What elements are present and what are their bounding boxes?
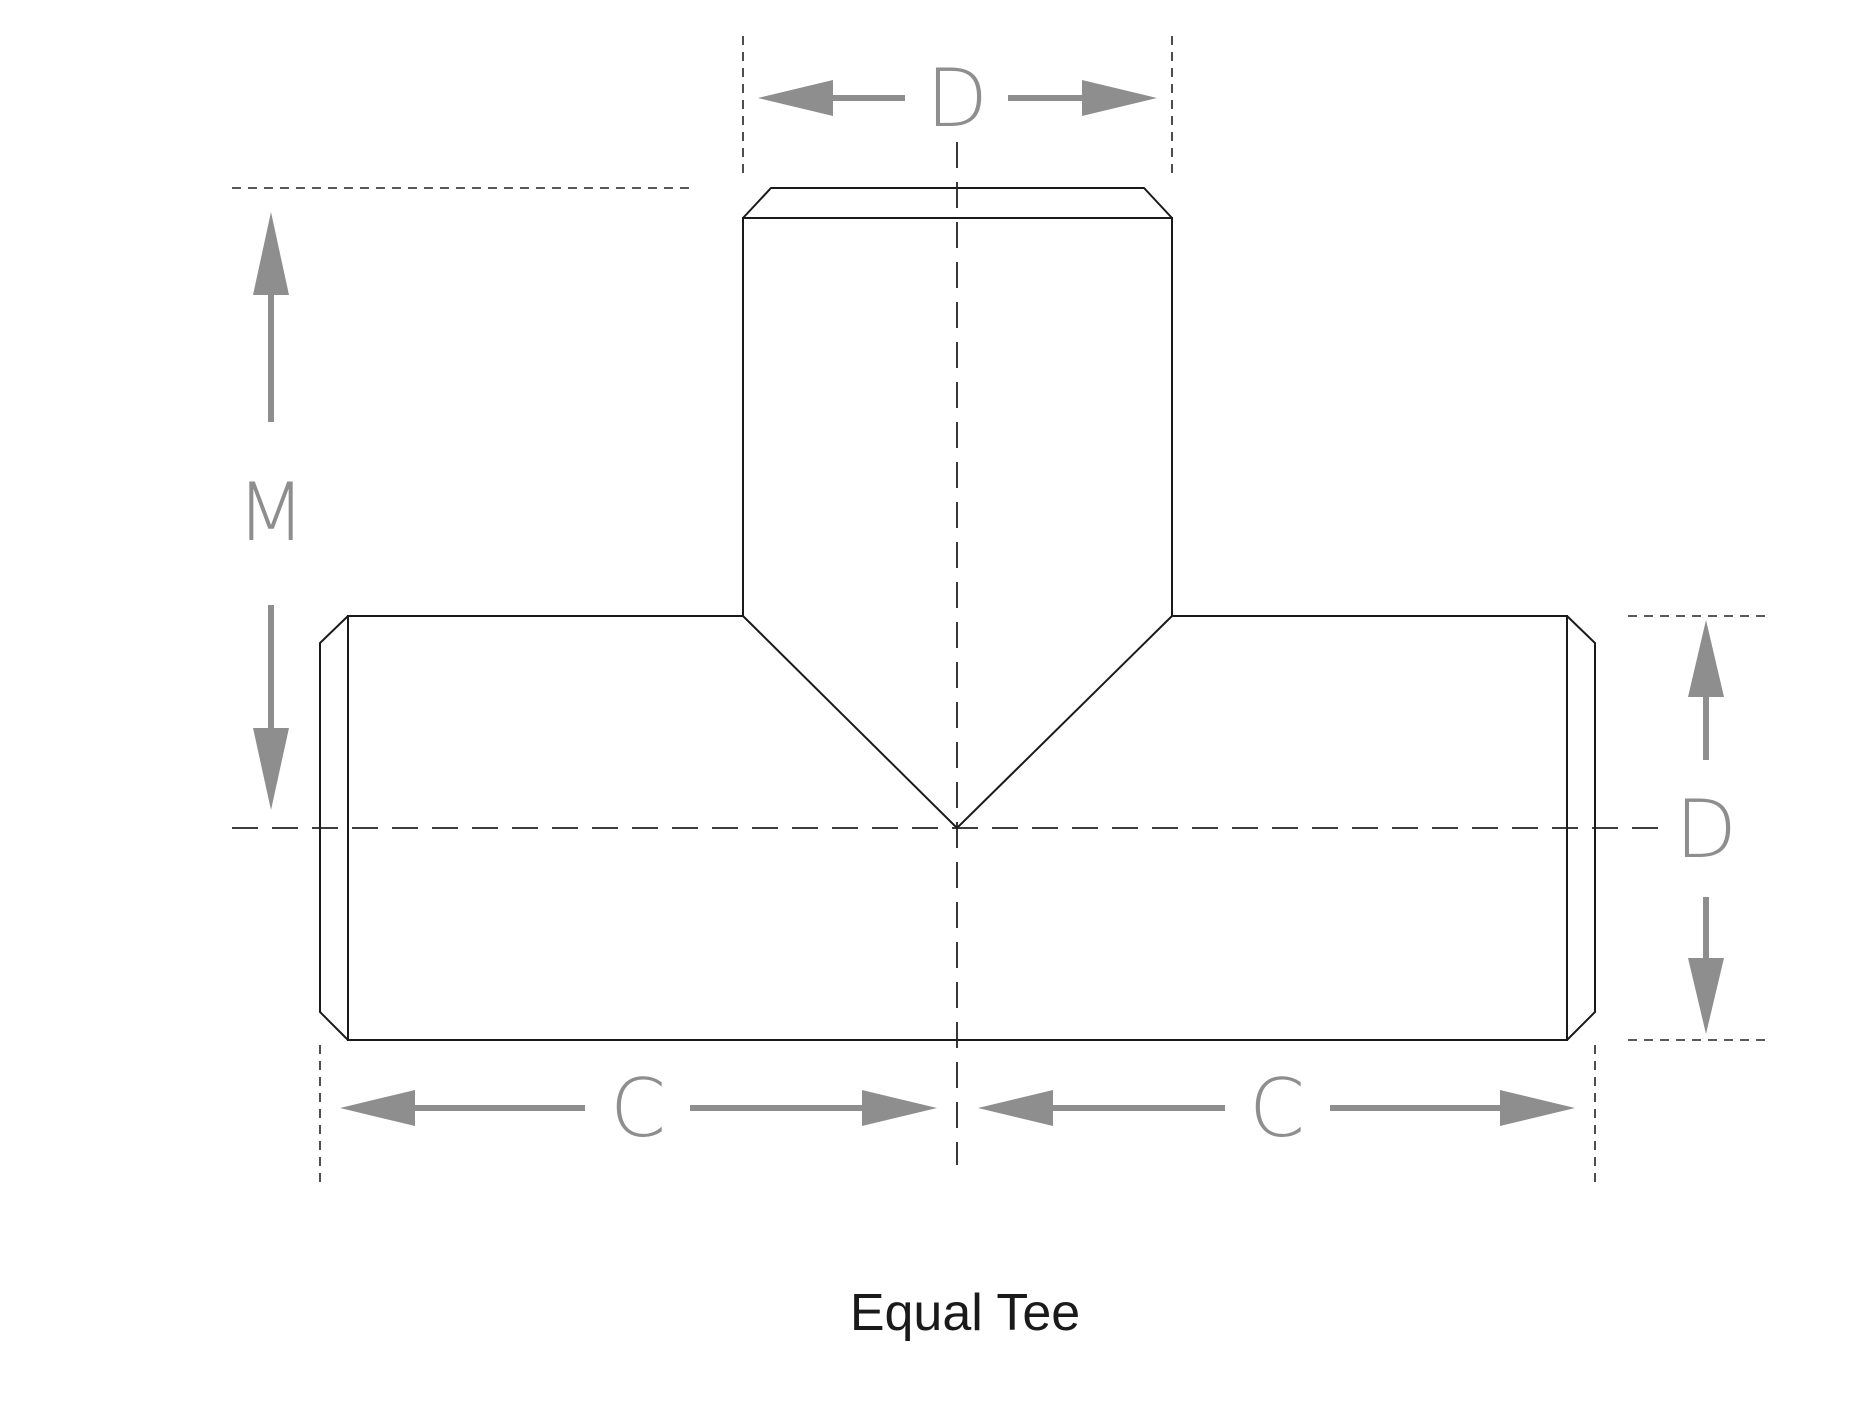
dim-d-right-arrow-down: [1688, 958, 1724, 1034]
dim-c-right-arrow-right: [1500, 1090, 1575, 1126]
dim-m-arrow-down: [253, 728, 289, 810]
dimension-center-to-end-left: C: [340, 1062, 937, 1155]
dim-c-left-arrow-right: [862, 1090, 937, 1126]
dim-label-c-right: C: [1249, 1062, 1305, 1155]
center-lines: [232, 142, 1660, 1165]
dim-d-top-arrow-left: [758, 80, 833, 116]
dim-m-arrow-up: [253, 212, 289, 295]
dim-d-right-arrow-up: [1688, 620, 1724, 697]
extension-lines: [232, 36, 1772, 1188]
dimension-branch-diameter: D: [758, 52, 1157, 145]
dim-d-top-arrow-right: [1082, 80, 1157, 116]
dim-label-run-d: D: [1675, 783, 1737, 876]
dim-label-branch-d: D: [926, 52, 988, 145]
dimension-center-to-end-right: C: [978, 1062, 1575, 1155]
dim-c-left-arrow-left: [340, 1090, 415, 1126]
dim-c-right-arrow-left: [978, 1090, 1053, 1126]
dim-label-m: M: [236, 466, 305, 559]
dimension-run-diameter: D: [1675, 620, 1737, 1034]
dimension-center-to-branch-end: M: [236, 212, 306, 810]
diagram-caption: Equal Tee: [850, 1284, 1080, 1342]
dim-label-c-left: C: [610, 1062, 666, 1155]
